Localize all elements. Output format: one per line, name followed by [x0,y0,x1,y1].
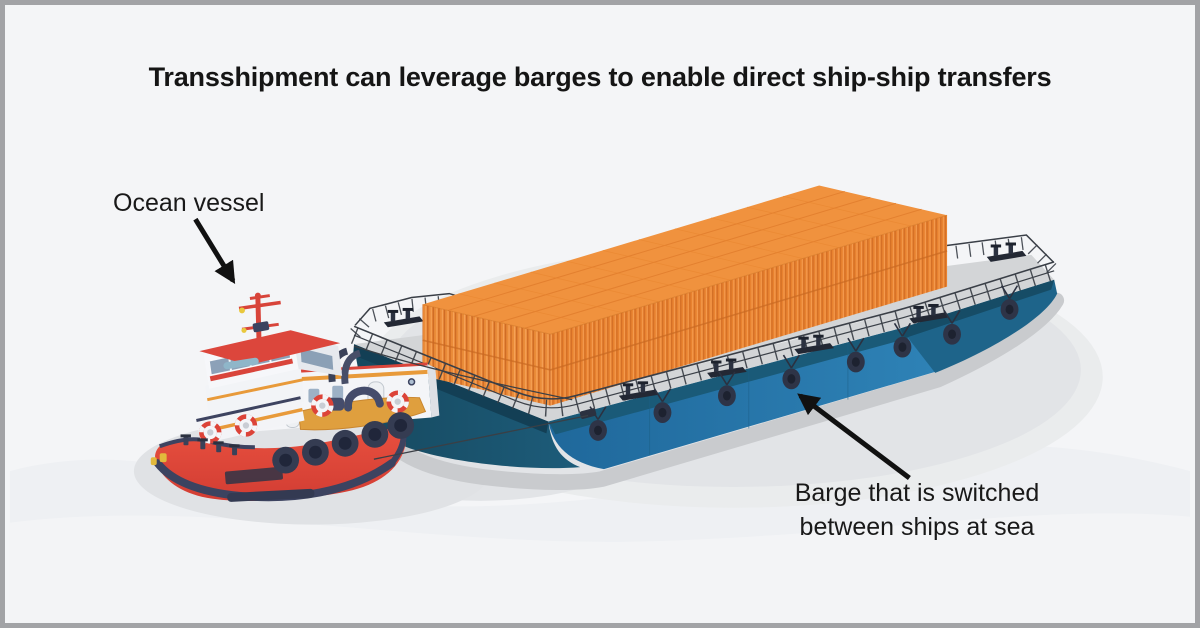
barge-hull-skirt [365,292,1065,491]
hull-grille [224,466,283,485]
illustration-canvas [9,185,1191,623]
towline [353,345,589,460]
yellow-bitt [159,453,167,463]
barge-label: Barge that is switched between ships at … [794,479,1040,541]
barge-near-hull [548,328,936,470]
page-title: Transshipment can leverage barges to ena… [148,62,1052,92]
wheelhouse-side-window [300,348,334,370]
porthole [407,378,416,386]
ocean-vessel-arrow [193,217,236,285]
keel-skeg [227,488,315,502]
mast-light [239,307,245,314]
wheelhouse-roof [199,330,341,365]
yellow-bitt [150,457,157,466]
tugboat [150,292,440,502]
searchlight-bar [223,357,259,370]
near-railing [350,261,1057,417]
container-stack [422,185,948,406]
radar-box [252,321,270,333]
tow-hook-arch [344,386,384,412]
barge-arrow [797,393,911,481]
ocean-vessel-label: Ocean vessel [113,189,265,217]
cabin-window [332,385,344,400]
tug-wheelhouse [199,321,343,422]
bow-bollards [150,434,240,466]
mast-light [241,327,247,333]
barge-bow-face [900,279,1058,373]
container-top-face [422,185,948,335]
